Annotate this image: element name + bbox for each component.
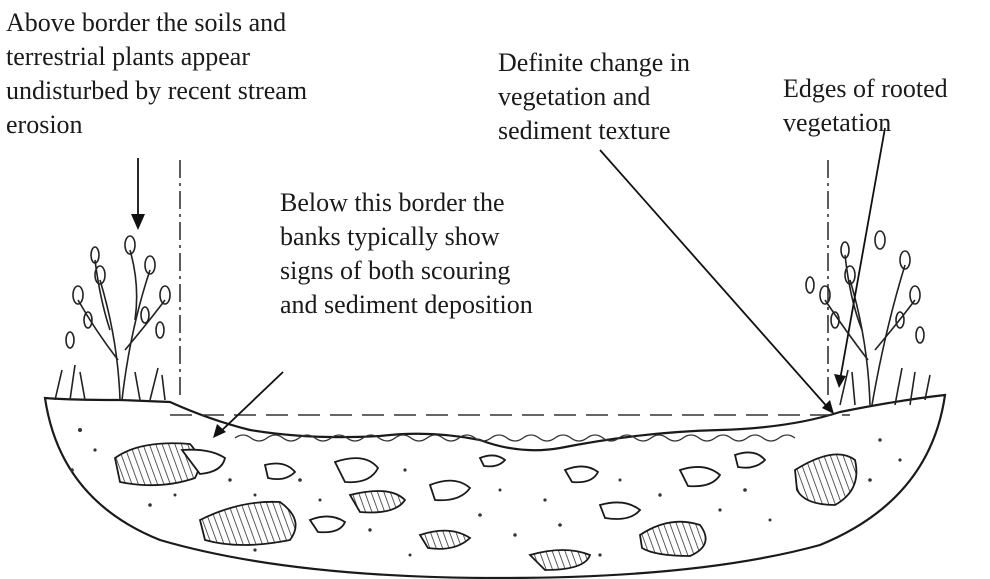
label-line: terrestrial plants appear xyxy=(6,40,307,74)
arrow-definite-change xyxy=(600,150,830,410)
label-below-border: Below this border the banks typically sh… xyxy=(280,186,533,322)
label-line: erosion xyxy=(6,108,307,142)
arrow-edges-rooted xyxy=(840,128,885,380)
label-line: Below this border the xyxy=(280,186,533,220)
arrow-below-border xyxy=(218,372,283,434)
right-shrub xyxy=(806,231,930,405)
label-line: and sediment deposition xyxy=(280,288,533,322)
label-line: Definite change in xyxy=(498,46,690,80)
label-line: vegetation xyxy=(783,106,948,140)
label-line: vegetation and xyxy=(498,80,690,114)
label-line: Above border the soils and xyxy=(6,6,307,40)
label-above-border: Above border the soils and terrestrial p… xyxy=(6,6,307,142)
label-line: undisturbed by recent stream xyxy=(6,74,307,108)
label-line: Edges of rooted xyxy=(783,72,948,106)
label-definite-change: Definite change in vegetation and sedime… xyxy=(498,46,690,148)
label-line: signs of both scouring xyxy=(280,254,533,288)
left-shrub xyxy=(55,236,170,400)
arrowhead xyxy=(131,214,145,230)
label-line: banks typically show xyxy=(280,220,533,254)
label-edges-rooted-vegetation: Edges of rooted vegetation xyxy=(783,72,948,140)
label-line: sediment texture xyxy=(498,114,690,148)
